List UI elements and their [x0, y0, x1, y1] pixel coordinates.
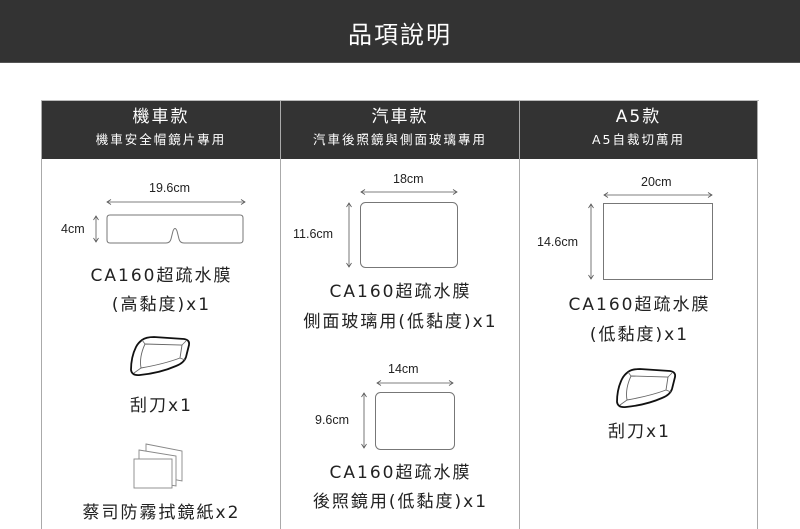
- height-arrow-icon: [588, 203, 594, 280]
- helmet-visor-film-icon: [106, 214, 244, 244]
- width-arrow-icon: [360, 189, 458, 195]
- a5-film-name: CA160超疏水膜: [568, 295, 711, 315]
- side-film-height-label: 11.6cm: [293, 227, 334, 241]
- side-film-spec: 側面玻璃用(低黏度)x1: [303, 312, 498, 332]
- column-motorcycle: 機車款 機車安全帽鏡片專用 19.6cm 4cm CA160超疏水膜 (高黏度)…: [41, 101, 280, 529]
- page-title: 品項說明: [348, 20, 452, 49]
- column-title: 汽車款: [371, 107, 429, 127]
- side-film-name: CA160超疏水膜: [329, 282, 472, 302]
- a5-film-icon: [603, 203, 713, 280]
- mirror-film-icon: [375, 392, 455, 450]
- page-header: 品項說明: [0, 0, 800, 63]
- column-a5: A5款 A5自裁切萬用 20cm 14.6cm CA160超疏水膜 (低黏度)x…: [519, 101, 758, 529]
- wipes-label: 蔡司防霧拭鏡紙x2: [82, 503, 241, 523]
- width-arrow-icon: [603, 192, 713, 198]
- side-glass-film-icon: [360, 202, 458, 268]
- column-car: 汽車款 汽車後照鏡與側面玻璃專用 18cm 11.6cm CA160超疏水膜 側…: [280, 101, 519, 529]
- film-width-label: 19.6cm: [149, 181, 190, 195]
- column-title: 機車款: [132, 107, 190, 127]
- scraper-label: 刮刀x1: [130, 396, 193, 416]
- scraper-icon: [616, 368, 677, 409]
- lens-wipes-icon: [133, 443, 183, 489]
- column-header: 機車款 機車安全帽鏡片專用: [42, 101, 280, 159]
- column-header: 汽車款 汽車後照鏡與側面玻璃專用: [281, 101, 519, 159]
- mirror-film-width-label: 14cm: [388, 362, 419, 376]
- height-arrow-icon: [93, 215, 99, 243]
- a5-film-spec: (低黏度)x1: [589, 325, 690, 345]
- mirror-film-height-label: 9.6cm: [315, 413, 350, 427]
- height-arrow-icon: [361, 392, 367, 449]
- width-arrow-icon: [106, 199, 246, 205]
- column-header: A5款 A5自裁切萬用: [520, 101, 757, 159]
- scraper-label: 刮刀x1: [608, 422, 671, 442]
- column-subtitle: 汽車後照鏡與側面玻璃專用: [312, 132, 487, 147]
- column-title: A5款: [615, 107, 662, 127]
- column-subtitle: A5自裁切萬用: [591, 132, 685, 147]
- scraper-icon: [130, 336, 191, 377]
- width-arrow-icon: [376, 380, 454, 386]
- product-table: 機車款 機車安全帽鏡片專用 19.6cm 4cm CA160超疏水膜 (高黏度)…: [41, 100, 759, 529]
- film-name: CA160超疏水膜: [90, 266, 233, 286]
- a5-film-height-label: 14.6cm: [537, 235, 578, 249]
- a5-film-width-label: 20cm: [641, 175, 672, 189]
- mirror-film-name: CA160超疏水膜: [329, 463, 472, 483]
- film-height-label: 4cm: [61, 222, 85, 236]
- mirror-film-spec: 後照鏡用(低黏度)x1: [312, 492, 489, 512]
- column-subtitle: 機車安全帽鏡片專用: [95, 132, 227, 147]
- film-spec: (高黏度)x1: [111, 295, 212, 315]
- height-arrow-icon: [346, 202, 352, 268]
- side-film-width-label: 18cm: [393, 172, 424, 186]
